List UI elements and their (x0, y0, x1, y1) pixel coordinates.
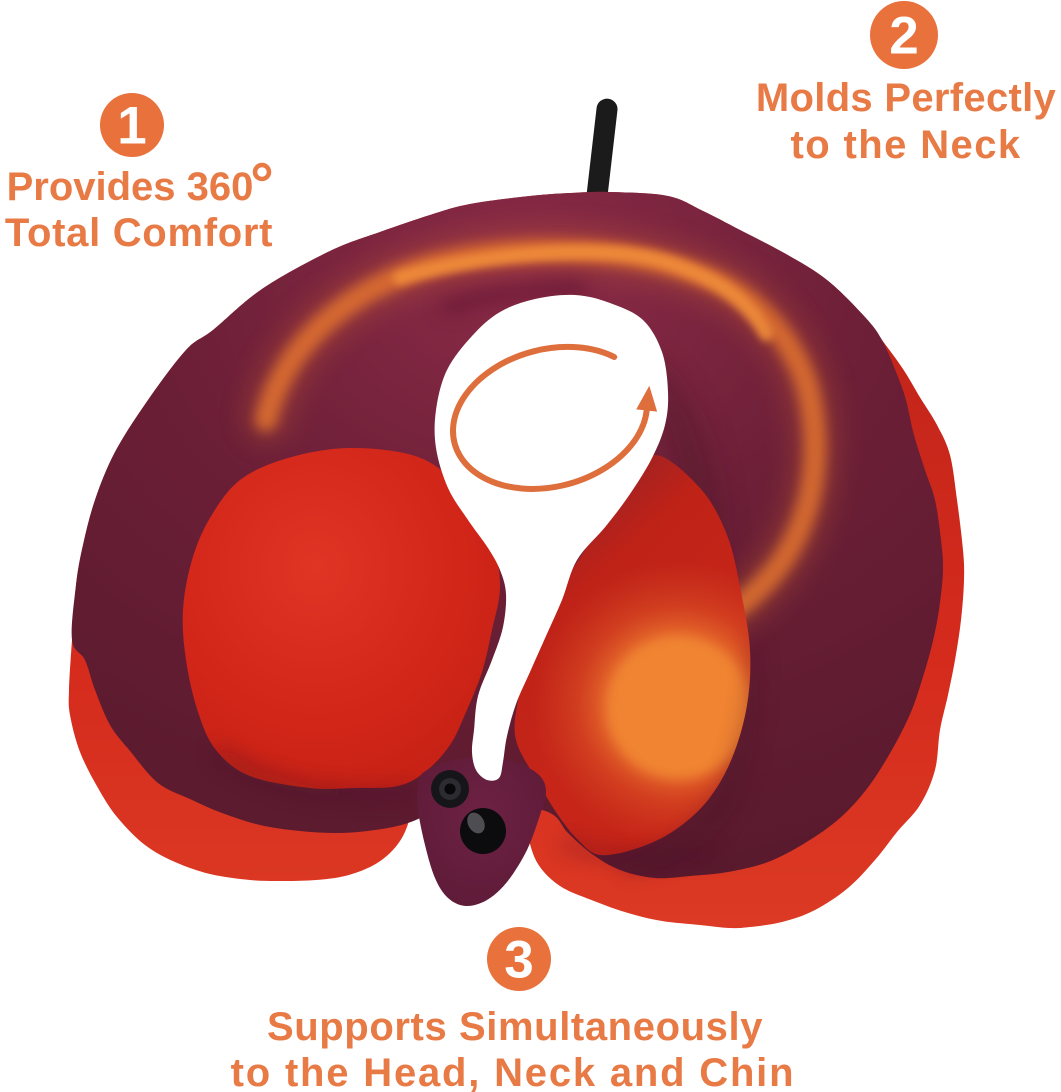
svg-text:Provides 360: Provides 360 (7, 165, 254, 209)
svg-text:2: 2 (889, 7, 918, 66)
svg-text:3: 3 (504, 931, 533, 990)
svg-text:Molds Perfectly: Molds Perfectly (756, 76, 1057, 120)
svg-text:Supports Simultaneously: Supports Simultaneously (267, 1005, 763, 1049)
svg-text:Total Comfort: Total Comfort (5, 211, 273, 255)
svg-text:to the Head, Neck and Chin: to the Head, Neck and Chin (231, 1051, 796, 1092)
svg-text:to the Neck: to the Neck (790, 123, 1021, 167)
svg-text:1: 1 (117, 97, 146, 156)
